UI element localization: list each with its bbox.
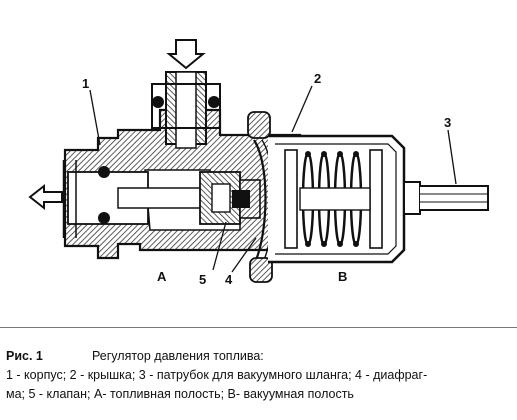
callout-A: A: [157, 269, 167, 284]
regulator-body: [62, 71, 302, 260]
spring: [284, 149, 383, 249]
outlet-arrow: [28, 183, 63, 211]
figure-caption: Рис. 1 Регулятор давления топлива: 1 - к…: [6, 347, 514, 404]
caption-line-2: ма; 5 - клапан; А- топливная полость; В-…: [6, 387, 354, 401]
figure-number: Рис. 1: [6, 349, 43, 363]
fuel-pressure-regulator-diagram: 1 2 3 5 4 A B: [28, 39, 489, 287]
callout-3: 3: [444, 115, 451, 130]
diagram-drawing: 1 2 3 5 4 A B: [28, 39, 489, 287]
inlet-arrow: [166, 39, 206, 70]
valve: [199, 171, 261, 225]
caption-line-1: 1 - корпус; 2 - крышка; 3 - патрубок для…: [6, 368, 428, 382]
callout-2: 2: [314, 71, 321, 86]
divider: [0, 327, 517, 328]
callout-5: 5: [199, 272, 206, 287]
leader-lines: [89, 85, 457, 273]
caption-title: Регулятор давления топлива:: [92, 349, 264, 363]
vacuum-nipple: [403, 181, 489, 215]
callout-B: B: [338, 269, 347, 284]
caption-heading: Рис. 1 Регулятор давления топлива:: [6, 347, 514, 366]
callout-4: 4: [225, 272, 233, 287]
callout-1: 1: [82, 76, 89, 91]
